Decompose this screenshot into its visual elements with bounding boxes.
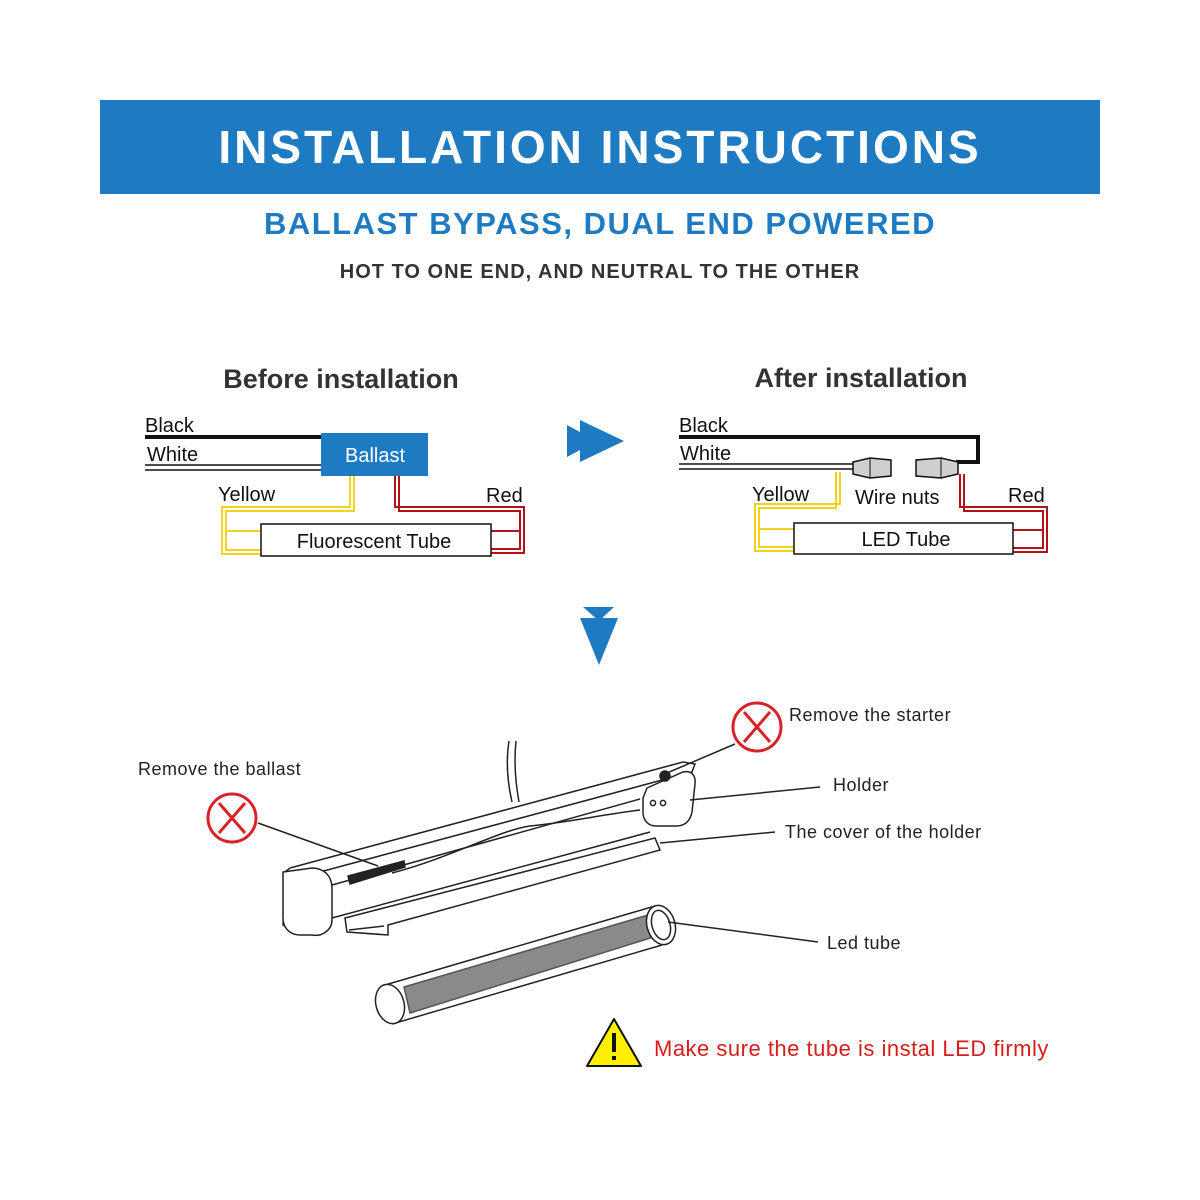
cover-callout-line <box>659 831 776 844</box>
holder-cover-part <box>344 837 662 936</box>
white-wire-label-after: White <box>680 443 731 465</box>
page-subnote: HOT TO ONE END, AND NEUTRAL TO THE OTHER <box>339 261 861 283</box>
after-wiring-diagram: After installation Black White Wire nuts… <box>679 363 1048 555</box>
holder-label: Holder <box>833 775 889 795</box>
red-wire-label: Red <box>486 485 523 507</box>
red-wire-label-after: Red <box>1008 485 1045 507</box>
led-tube-label: LED Tube <box>862 529 951 551</box>
wire-nuts-label: Wire nuts <box>855 487 939 509</box>
fixture-body <box>289 761 697 877</box>
arrow-down-icon <box>580 607 618 665</box>
warning-icon <box>586 1018 642 1067</box>
led-tube-callout-label: Led tube <box>827 933 901 953</box>
holder-cover-label: The cover of the holder <box>785 822 982 842</box>
black-wire-after <box>679 435 980 464</box>
white-wire-label: White <box>147 444 198 466</box>
remove-starter-label: Remove the starter <box>789 705 951 725</box>
ballast-callout-line <box>257 822 379 867</box>
black-wire-label-after: Black <box>679 415 729 437</box>
warning-text: Make sure the tube is instal LED firmly <box>654 1036 1049 1061</box>
double-arrow-right-icon <box>567 420 624 462</box>
starter-callout-line <box>666 743 736 774</box>
ballast-label: Ballast <box>345 445 405 467</box>
tube-callout-line <box>667 921 819 943</box>
led-tube-part <box>403 914 662 1014</box>
holder-part <box>642 770 696 827</box>
led-tube-box <box>793 522 1014 555</box>
fluorescent-tube <box>260 523 492 557</box>
remove-ballast-x-icon <box>206 792 258 844</box>
page-subtitle: BALLAST BYPASS, DUAL END POWERED <box>263 206 937 241</box>
fixture-illustration <box>257 740 821 1025</box>
yellow-wire-label-after: Yellow <box>752 484 810 506</box>
page-title: INSTALLATION INSTRUCTIONS <box>218 121 982 173</box>
black-wire-label: Black <box>145 415 195 437</box>
yellow-wire-after <box>754 472 841 552</box>
left-end-cap <box>282 867 333 937</box>
yellow-wire-label: Yellow <box>218 484 276 506</box>
red-wire-after <box>959 474 1048 553</box>
remove-ballast-label: Remove the ballast <box>138 759 301 779</box>
ballast-part <box>347 860 406 885</box>
fluorescent-tube-label: Fluorescent Tube <box>297 531 452 553</box>
before-heading: Before installation <box>223 364 459 394</box>
wire-nut-left-icon <box>852 457 892 479</box>
after-heading: After installation <box>754 363 967 393</box>
holder-callout-line <box>689 786 821 801</box>
title-banner: INSTALLATION INSTRUCTIONS <box>100 100 1100 194</box>
ballast-box <box>321 433 428 476</box>
before-wiring-diagram: Before installation Black White Ballast … <box>145 364 525 557</box>
red-wire <box>394 476 525 554</box>
remove-starter-x-icon <box>731 701 783 753</box>
wire-nut-right-icon <box>915 457 959 479</box>
